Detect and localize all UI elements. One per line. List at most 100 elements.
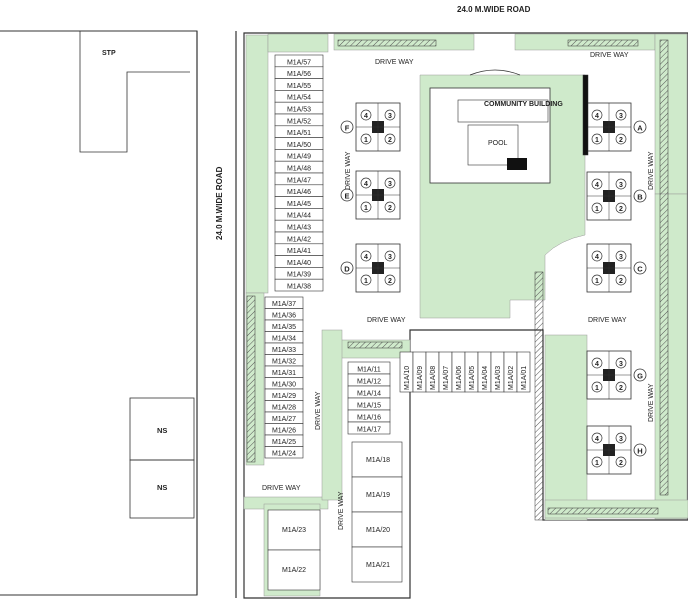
pool-label: POOL: [488, 140, 508, 147]
villa-label: M1A/14: [357, 391, 381, 398]
side-road-label: 24.0 M.WIDE ROAD: [215, 166, 224, 240]
block-f: 4 3 1 2 F: [340, 102, 401, 152]
svg-text:2: 2: [388, 137, 392, 144]
drive-way-label: DRIVE WAY: [375, 59, 414, 66]
svg-text:4: 4: [364, 181, 368, 188]
villa-label: M1A/55: [287, 83, 311, 90]
villa-label: M1A/53: [287, 107, 311, 114]
svg-text:3: 3: [388, 254, 392, 261]
villa-label: M1A/33: [272, 347, 296, 354]
svg-text:4: 4: [595, 254, 599, 261]
villa-label: M1A/30: [272, 382, 296, 389]
villa-label: M1A/36: [272, 313, 296, 320]
villa-label: M1A/12: [357, 379, 381, 386]
community-building: [429, 69, 551, 184]
villa-label: M1A/24: [272, 451, 296, 458]
villa-label: M1A/39: [287, 272, 311, 279]
villa-label: M1A/09: [417, 366, 424, 390]
svg-text:2: 2: [388, 278, 392, 285]
svg-text:1: 1: [364, 137, 368, 144]
villa-label: M1A/11: [357, 367, 381, 374]
drive-way-label: DRIVE WAY: [367, 317, 406, 324]
villa-label: M1A/31: [272, 370, 296, 377]
villa-label: M1A/06: [456, 366, 463, 390]
villa-label: M1A/38: [287, 284, 311, 291]
svg-text:3: 3: [619, 361, 623, 368]
villa-label: M1A/48: [287, 166, 311, 173]
svg-text:2: 2: [388, 205, 392, 212]
villa-label: M1A/43: [287, 225, 311, 232]
block-label: B: [637, 193, 643, 202]
villa-label: M1A/29: [272, 393, 296, 400]
villa-label: M1A/02: [508, 366, 515, 390]
svg-text:3: 3: [619, 436, 623, 443]
svg-text:1: 1: [595, 460, 599, 467]
villa-label: M1A/44: [287, 213, 311, 220]
drive-way-labels: DRIVE WAY DRIVE WAY DRIVE WAY DRIVE WAY DRIV…: [262, 52, 655, 530]
villa-label: M1A/34: [272, 336, 296, 343]
drive-way-label: DRIVE WAY: [338, 491, 345, 530]
villa-label: M1A/21: [366, 562, 390, 569]
block-label: C: [637, 265, 643, 274]
villa-label: M1A/45: [287, 201, 311, 208]
svg-text:3: 3: [619, 254, 623, 261]
block-label: D: [344, 265, 350, 274]
svg-text:1: 1: [595, 385, 599, 392]
drive-way-label: DRIVE WAY: [648, 151, 655, 190]
villa-label: M1A/20: [366, 527, 390, 534]
drive-way-label: DRIVE WAY: [315, 391, 322, 430]
drive-way-label: DRIVE WAY: [648, 383, 655, 422]
villa-plot: [274, 278, 324, 292]
block-label: G: [637, 372, 643, 381]
svg-text:4: 4: [595, 361, 599, 368]
villa-label: M1A/56: [287, 71, 311, 78]
svg-text:4: 4: [595, 113, 599, 120]
block-label: E: [344, 192, 349, 201]
villa-label: M1A/05: [469, 366, 476, 390]
villa-plot: [351, 546, 403, 583]
svg-text:1: 1: [595, 137, 599, 144]
svg-text:4: 4: [364, 113, 368, 120]
villa-label: M1A/07: [443, 366, 450, 390]
villa-label: M1A/46: [287, 189, 311, 196]
block-label: H: [637, 447, 642, 456]
stp-building: [79, 31, 190, 153]
villa-plot: [267, 549, 321, 591]
villa-label: M1A/10: [404, 366, 411, 390]
villa-plot: [351, 511, 403, 548]
svg-text:2: 2: [619, 460, 623, 467]
drive-way-label: DRIVE WAY: [590, 52, 629, 59]
stp-plot: [0, 30, 198, 596]
drive-way-label: DRIVE WAY: [588, 317, 627, 324]
villa-label: M1A/08: [430, 366, 437, 390]
drive-way-label: DRIVE WAY: [262, 485, 301, 492]
villa-label: M1A/54: [287, 95, 311, 102]
villa-label: M1A/22: [282, 567, 306, 574]
ns-label-1: NS: [157, 426, 167, 435]
villa-label: M1A/51: [287, 130, 311, 137]
villa-label: M1A/18: [366, 457, 390, 464]
svg-text:2: 2: [619, 206, 623, 213]
villa-label: M1A/41: [287, 248, 311, 255]
svg-text:3: 3: [388, 113, 392, 120]
svg-text:3: 3: [619, 113, 623, 120]
villa-plot: [264, 446, 304, 459]
villa-label: M1A/27: [272, 416, 296, 423]
svg-text:1: 1: [364, 278, 368, 285]
villa-label: M1A/57: [287, 59, 311, 66]
svg-text:1: 1: [595, 278, 599, 285]
villa-label: M1A/37: [272, 301, 296, 308]
villa-label: M1A/42: [287, 236, 311, 243]
villa-label: M1A/23: [282, 527, 306, 534]
block-label: F: [345, 124, 350, 133]
svg-text:1: 1: [364, 205, 368, 212]
